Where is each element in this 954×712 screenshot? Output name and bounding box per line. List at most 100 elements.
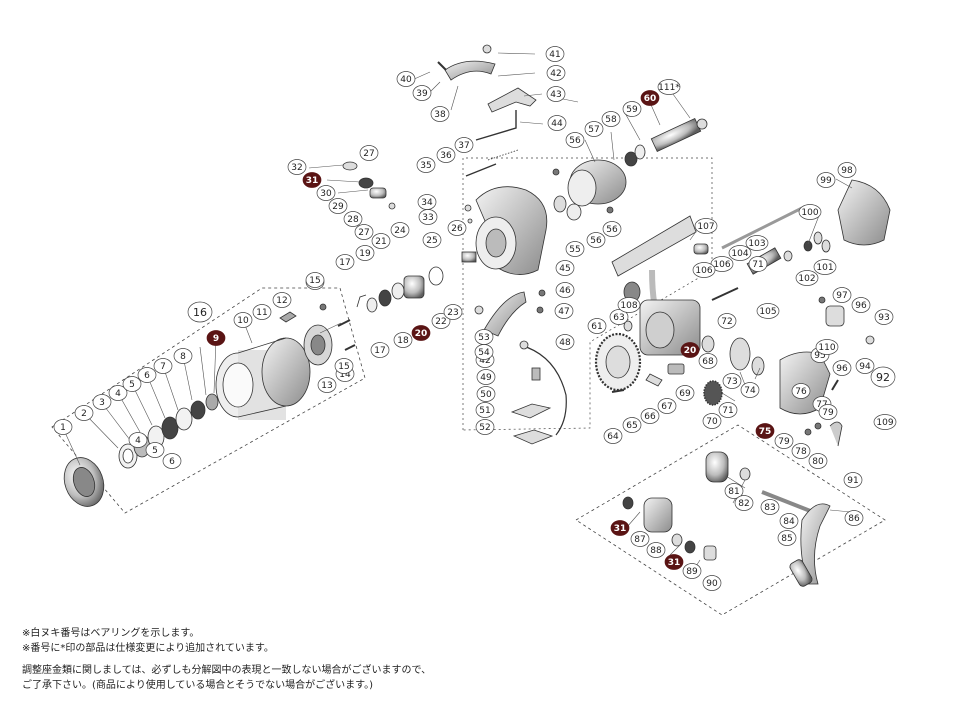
part-label-text: 8 [180,352,186,362]
part-label-bubble [128,432,148,448]
handle-group-outline [575,424,886,616]
part-label-52: 52 [475,419,495,435]
part-label-text: 29 [332,202,344,212]
part-label-text: 100 [801,208,818,218]
part-label-bubble [702,575,722,591]
part-label-bubble [756,303,780,319]
part-label-15: 15 [305,272,325,288]
part-label-bubble [722,373,742,389]
part-label-text: 76 [795,387,807,397]
part-label-text: 74 [744,386,756,396]
part-label-25: 25 [422,232,442,248]
handle-parts [622,451,831,587]
part-label-bubble [640,408,660,424]
part-label-bubble [287,159,307,175]
part-label-57: 57 [584,121,604,137]
part-label-text: 79 [778,437,790,447]
part-label-bubble [640,90,660,106]
part-label-text: 34 [421,198,433,208]
part-label-text: 4 [115,389,121,399]
part-label-78: 78 [791,443,811,459]
part-label-text: 23 [447,308,458,318]
part-label-33: 33 [418,209,438,225]
part-label-92: 92 [870,366,896,388]
part-label-text: 89 [686,567,698,577]
part-label-45: 45 [555,260,575,276]
part-label-bubble [748,256,768,272]
part-label-bubble [702,413,722,429]
part-label-69: 69 [675,385,695,401]
part-label-bubble [173,348,193,364]
part-label-84: 84 [779,513,799,529]
part-label-bubble [657,398,677,414]
part-label-bubble [53,419,73,435]
part-label-bubble [302,172,322,188]
part-label-text: 25 [426,236,437,246]
part-label-text: 69 [679,389,691,399]
part-label-text: 79 [822,408,834,418]
part-label-text: 96 [855,301,867,311]
part-label-51: 51 [475,402,495,418]
part-label-23: 23 [443,304,463,320]
part-label-18: 18 [393,332,413,348]
part-label-text: 10 [237,316,249,326]
part-label-15: 15 [334,358,354,374]
part-label-bubble [587,318,607,334]
part-label-bubble [610,520,630,536]
part-label-bubble [740,382,760,398]
part-label-75-bearing: 75 [755,423,775,439]
part-label-bubble [305,272,325,288]
part-label-text: 16 [193,306,207,319]
part-label-6: 6 [137,367,157,383]
part-label-text: 2 [81,409,87,419]
part-label-17: 17 [335,254,355,270]
part-label-76: 76 [791,383,811,399]
part-label-text: 49 [480,373,492,383]
part-label-text: 73 [726,377,737,387]
part-label-text: 56 [569,136,581,146]
part-label-20-bearing: 20 [680,342,700,358]
part-label-46: 46 [555,282,575,298]
part-label-28: 28 [343,211,363,227]
part-label-111-star: 111* [657,79,681,95]
part-label-bubble [813,259,837,275]
part-label-text: 37 [458,141,469,151]
part-label-text: 83 [764,503,775,513]
part-label-12: 12 [272,292,292,308]
part-label-97: 97 [832,287,852,303]
part-label-5: 5 [122,376,142,392]
part-label-bubble [447,220,467,236]
rotor-parts [342,44,567,445]
part-label-bubble [396,71,416,87]
part-label-31-bearing: 31 [610,520,630,536]
part-label-text: 84 [783,517,795,527]
part-label-56: 56 [565,132,585,148]
part-label-bubble [74,405,94,421]
part-label-bubble [815,339,839,355]
part-label-104: 104 [728,245,752,261]
part-label-text: 71 [722,406,733,416]
part-label-6: 6 [162,453,182,469]
part-label-101: 101 [813,259,837,275]
part-label-73: 73 [722,373,742,389]
part-label-bubble [335,254,355,270]
part-label-bubble [328,198,348,214]
part-label-bubble [630,531,650,547]
part-label-38: 38 [430,106,450,122]
part-label-bubble [475,402,495,418]
part-label-89: 89 [682,563,702,579]
part-label-text: 107 [697,222,714,232]
part-label-text: 102 [798,274,815,284]
part-label-bubble [698,353,718,369]
part-label-text: 13 [321,381,332,391]
part-label-text: 81 [728,487,739,497]
part-label-65: 65 [622,417,642,433]
part-label-27: 27 [354,224,374,240]
part-label-text: 24 [394,226,406,236]
part-label-text: 63 [613,313,624,323]
part-label-bubble [603,428,623,444]
part-label-text: 95 [814,351,825,361]
part-label-bubble [233,312,253,328]
part-label-bubble [546,65,566,81]
part-label-bubble [844,510,864,526]
